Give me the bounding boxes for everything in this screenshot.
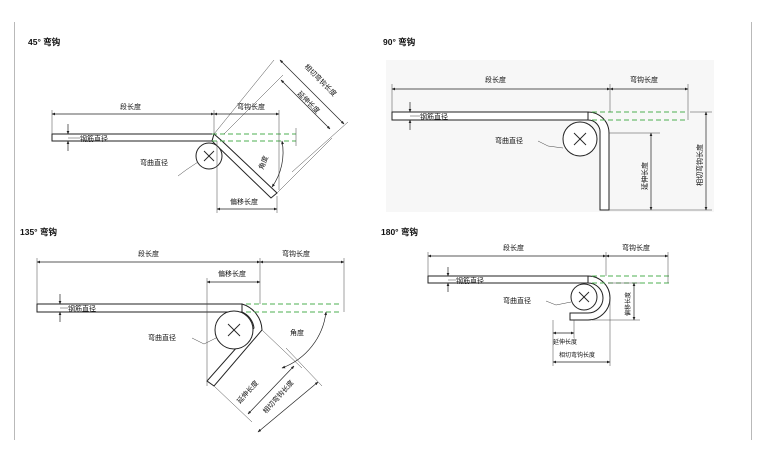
- dim-tangent-45: [279, 59, 345, 125]
- frame-right-border: [751, 22, 752, 440]
- label-bend-dia-45: 弯曲直径: [140, 158, 168, 167]
- diagram-135-hook: 段长度 弯钩长度 偏移长度 钢筋直径 弯曲直径 角度 延伸长度 相切弯钩长度: [36, 249, 345, 433]
- diagram-45-hook: 段长度 弯钩长度 钢筋直径 弯曲直径 角度 偏移长度 延伸长度 相切弯钩长度: [51, 59, 349, 213]
- label-offset-135: 偏移长度: [218, 269, 246, 278]
- background-90: [386, 60, 714, 212]
- label-bend-dia-90: 弯曲直径: [495, 136, 523, 145]
- leader-bend-dia-45b: [177, 169, 187, 177]
- label-tangent-45: 相切弯钩长度: [303, 62, 339, 98]
- label-segment-45: 段长度: [120, 102, 141, 111]
- label-tangent-135: 相切弯钩长度: [261, 378, 296, 415]
- angle-arc-45: [271, 140, 284, 188]
- leader-bend-dia-135b: [203, 337, 217, 345]
- ext-tangent-135a: [285, 347, 323, 387]
- label-hook-45: 弯钩长度: [237, 102, 265, 111]
- leader-bend-dia-135a: [191, 337, 205, 345]
- label-hook-135: 弯钩长度: [282, 249, 310, 258]
- label-bend-dia-135: 弯曲直径: [148, 333, 176, 342]
- leader-bend-dia-45: [185, 161, 199, 171]
- label-extension-180: 延伸长度: [553, 338, 577, 346]
- label-rebar-dia-135: 钢筋直径: [68, 304, 96, 313]
- label-tangent-180: 相切弯钩长度: [559, 351, 595, 359]
- ext-extension-45-b: [276, 137, 333, 194]
- rebar-180-straight: [427, 275, 589, 284]
- label-rebar-dia-180: 钢筋直径: [456, 276, 484, 285]
- label-segment-90: 段长度: [485, 75, 506, 84]
- title-135-hook: 135° 弯钩: [20, 227, 57, 237]
- label-tangent-90: 相切弯钩长度: [695, 144, 704, 186]
- ext-extension-135a: [261, 329, 303, 369]
- leader-bend-dia-90a: [537, 140, 549, 147]
- label-hook-90: 弯钩长度: [630, 75, 658, 84]
- cross-180b: [578, 291, 590, 303]
- label-extension-45: 延伸长度: [296, 89, 322, 115]
- label-offset-45: 偏移长度: [230, 197, 258, 206]
- label-rebar-dia-45: 钢筋直径: [80, 134, 108, 143]
- angle-arc-135: [281, 311, 328, 369]
- cross-135b: [227, 323, 241, 337]
- diagram-90-hook: 段长度 弯钩长度 钢筋直径 弯曲直径 延伸长度 相切弯钩长度: [386, 60, 714, 212]
- cross-45b: [203, 150, 215, 162]
- title-180-hook: 180° 弯钩: [381, 227, 418, 237]
- label-offset-180: 偏移长度: [624, 292, 632, 316]
- rebar-45-straight: [51, 133, 215, 142]
- label-segment-180: 段长度: [503, 243, 524, 252]
- label-hook-180: 弯钩长度: [622, 243, 650, 252]
- title-90-hook: 90° 弯钩: [383, 37, 416, 47]
- leader-bend-dia-180a: [545, 300, 557, 306]
- leader-bend-dia-180b: [555, 301, 572, 306]
- ext-tangent-45-b: [291, 121, 349, 173]
- label-bend-dia-180: 弯曲直径: [503, 296, 531, 305]
- ext-tangent-45-a: [213, 59, 275, 135]
- title-45-hook: 45° 弯钩: [28, 37, 61, 47]
- diagram-180-hook: 段长度 弯钩长度 钢筋直径 弯曲直径 偏移长度 延伸长度 相切弯钩长度: [427, 243, 670, 366]
- label-extension-135: 延伸长度: [235, 379, 260, 406]
- label-extension-90: 延伸长度: [640, 162, 649, 190]
- label-segment-135: 段长度: [138, 249, 159, 258]
- label-angle-135: 角度: [290, 328, 304, 337]
- ext-extension-135b: [213, 385, 253, 423]
- rebar-180-bend: [569, 275, 611, 321]
- leader-bend-dia-90b: [547, 145, 564, 149]
- label-rebar-dia-90: 钢筋直径: [420, 112, 448, 121]
- dim-tangent-135: [257, 381, 319, 433]
- cross-90b: [573, 132, 587, 146]
- ext-extension-45-a: [223, 74, 284, 135]
- label-angle-45: 角度: [257, 154, 271, 170]
- rebar-45-hook-leg: [211, 133, 278, 199]
- frame-left-border: [14, 22, 15, 440]
